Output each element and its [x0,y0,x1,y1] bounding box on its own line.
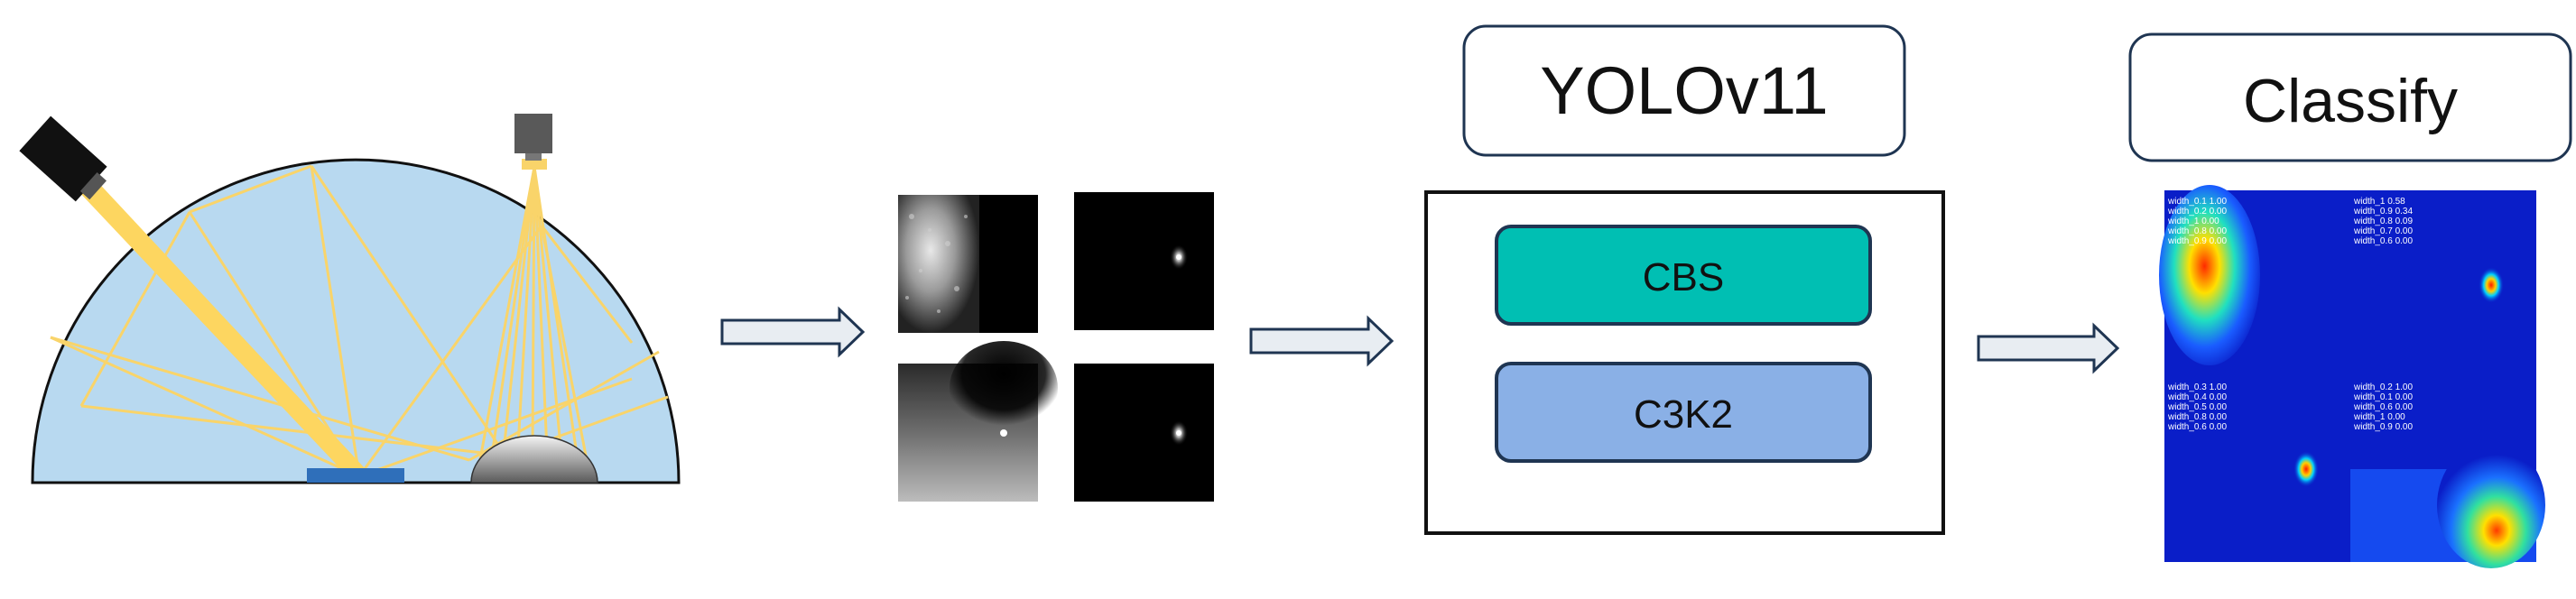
flow-arrow-1 [720,306,866,358]
heatmap-label: width_1 0.00 [2353,412,2405,422]
heatmap-label: width_0.8 0.00 [2167,412,2227,422]
heatmap-label: width_0.2 1.00 [2353,382,2413,392]
heatmap-label: width_0.5 0.00 [2167,402,2227,412]
heatmap-top-left [2159,185,2350,376]
heatmap-label: width_0.6 0.00 [2167,422,2227,432]
heatmap-label: width_0.9 0.00 [2167,236,2227,246]
heatmap-top-right [2350,190,2536,376]
labels-top-left: width_0.1 1.00 width_0.2 0.00 width_1 0.… [2167,197,2227,246]
laser-source-icon [19,115,107,202]
heatmap-label: width_0.9 0.00 [2353,422,2413,432]
flow-arrow-3 [1977,322,2120,374]
top-camera-icon [514,114,552,153]
cbs-module [1495,225,1872,326]
heatmap-label: width_1 0.00 [2167,217,2219,226]
heatmap-label: width_1 0.58 [2353,197,2405,207]
heatmap-label: width_0.1 0.00 [2353,392,2413,402]
speckle-image-4 [1074,364,1214,502]
heatmap-label: width_0.1 1.00 [2167,197,2227,207]
heatmap-label: width_0.3 1.00 [2167,382,2227,392]
optical-setup [19,114,681,484]
heatmap-label: width_0.8 0.09 [2353,217,2413,226]
model-title-box [1462,24,1906,157]
heatmap-label: width_0.6 0.00 [2353,236,2413,246]
heatmap-label: width_0.4 0.00 [2167,392,2227,402]
heatmap-bottom-left [2164,376,2350,562]
speckle-image-3 [898,341,1058,502]
classify-stage: Classify width_0.1 1.00 width_0.2 0.00 w… [2128,32,2572,568]
sample-plate [307,468,404,483]
captured-images [898,192,1214,502]
heatmap-label: width_0.8 0.00 [2167,226,2227,236]
labels-bottom-right: width_0.2 1.00 width_0.1 0.00 width_0.6 … [2353,382,2413,432]
c3k2-module-label: C3K2 [1634,392,1733,437]
speckle-image-2 [1074,192,1214,330]
model-title: YOLOv11 [1540,53,1828,128]
labels-top-right: width_1 0.58 width_0.9 0.34 width_0.8 0.… [2353,197,2413,246]
specimen-dome [470,435,598,484]
heatmap-label: width_0.7 0.00 [2353,226,2413,236]
heatmap-bottom-right [2350,376,2545,568]
classify-title: Classify [2243,67,2458,135]
heatmap-label: width_0.6 0.00 [2353,402,2413,412]
flow-arrow-2 [1249,315,1395,367]
c3k2-module [1495,362,1872,463]
heatmap-label: width_0.9 0.34 [2353,207,2413,217]
classify-title-box [2128,32,2572,162]
speckle-image-1 [898,195,1038,333]
detector-ray-fan [477,166,579,470]
laser-beam [77,177,366,478]
cbs-module-label: CBS [1643,255,1724,300]
heatmap-labels: width_0.1 1.00 width_0.2 0.00 width_1 0.… [2167,197,2413,432]
labels-bottom-left: width_0.3 1.00 width_0.4 0.00 width_0.5 … [2167,382,2227,432]
yolo-stage: YOLOv11 CBS C3K2 [1424,24,1945,535]
detector-lens [522,159,547,170]
heatmap-label: width_0.2 0.00 [2167,207,2227,217]
